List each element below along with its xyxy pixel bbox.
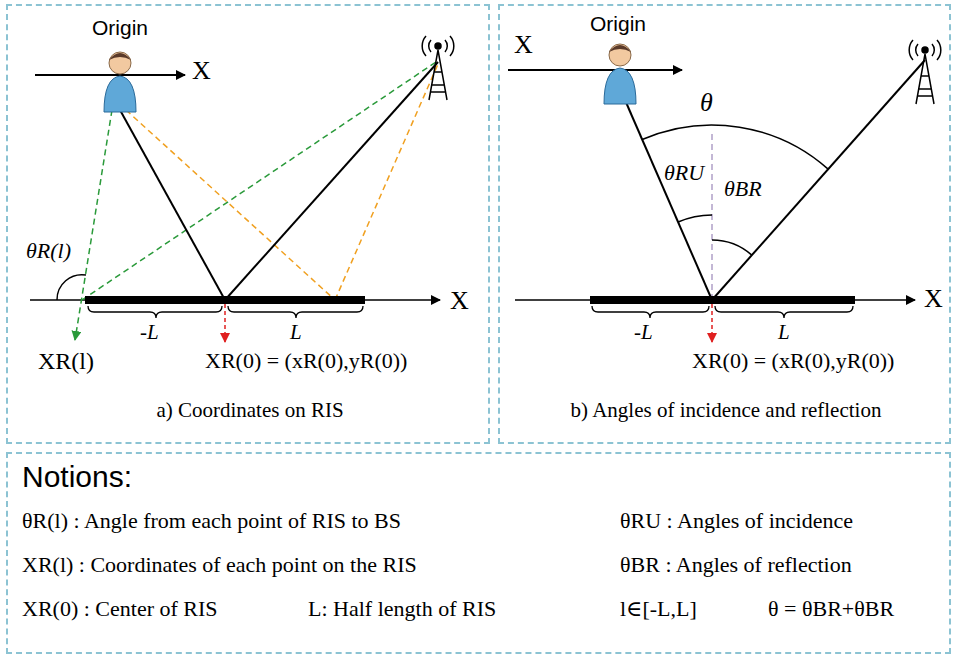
axis-label: X bbox=[924, 284, 943, 314]
notation-entry: θR(l) : Angle from each point of RIS to … bbox=[22, 508, 401, 533]
bs-ray bbox=[712, 60, 925, 300]
center-arrow bbox=[224, 304, 226, 342]
brace bbox=[592, 306, 709, 318]
brace bbox=[228, 306, 363, 318]
green-ray bbox=[82, 62, 436, 300]
green-ray bbox=[75, 110, 112, 340]
orange-ray bbox=[335, 64, 438, 300]
angle-label: θBR bbox=[724, 176, 762, 201]
notation-entry: l∈[-L,L] bbox=[620, 596, 697, 621]
user-label: Origin bbox=[92, 16, 148, 40]
center-arrow bbox=[711, 304, 713, 342]
brace bbox=[715, 306, 853, 318]
notation-entry: L: Half length of RIS bbox=[308, 596, 496, 621]
bs-ray bbox=[225, 62, 438, 300]
figure-panel: b) Angles of incidence and reflection bbox=[498, 4, 951, 444]
brace bbox=[88, 306, 222, 318]
user-label: Origin bbox=[590, 12, 646, 36]
point-label: XR(l) bbox=[38, 348, 94, 376]
angle-label: θR(l) bbox=[26, 238, 71, 263]
base-station-icon bbox=[422, 36, 454, 100]
base-station-icon bbox=[909, 40, 941, 104]
axis-label: X bbox=[514, 30, 533, 60]
angle-arcs bbox=[642, 125, 828, 255]
notation-entry: θRU : Angles of incidence bbox=[620, 508, 853, 533]
length-label: -L bbox=[634, 320, 653, 344]
panel-caption: a) Coordinates on RIS bbox=[156, 398, 343, 422]
angle-label: θ bbox=[700, 88, 713, 118]
notation-entry: XR(l) : Coordinates of each point on the… bbox=[22, 552, 417, 577]
axis-label: X bbox=[192, 56, 211, 86]
angle-label: θRU bbox=[664, 160, 704, 185]
panel-caption: b) Angles of incidence and reflection bbox=[571, 398, 882, 422]
panel-b-figure bbox=[508, 40, 941, 342]
user-axis bbox=[508, 69, 682, 71]
length-label: L bbox=[290, 320, 302, 344]
angle-arc bbox=[57, 275, 86, 300]
notation-entry: XR(0) : Center of RIS bbox=[22, 596, 218, 621]
user-axis bbox=[35, 74, 185, 76]
notation-box: Notions: θR(l) : Angle from each point of… bbox=[6, 452, 951, 654]
ris-bar bbox=[85, 296, 365, 304]
notation-entry: θ = θBR+θBR bbox=[768, 596, 894, 621]
user-icon bbox=[104, 52, 136, 112]
angle-arc bbox=[712, 240, 752, 255]
point-label: XR(0) = (xR(0),yR(0)) bbox=[205, 348, 407, 373]
user-icon bbox=[604, 44, 636, 104]
length-label: -L bbox=[140, 320, 159, 344]
user-ray bbox=[120, 110, 225, 300]
length-label: L bbox=[778, 320, 790, 344]
orange-ray bbox=[126, 110, 335, 300]
point-label: XR(0) = (xR(0),yR(0)) bbox=[692, 348, 894, 373]
angle-arc bbox=[678, 215, 712, 222]
figure-panel: a) Coordinates on RIS bbox=[6, 4, 490, 444]
axis-label: X bbox=[450, 286, 469, 316]
ris-bar bbox=[590, 296, 855, 304]
panel-a-figure bbox=[30, 36, 454, 342]
notation-heading: Notions: bbox=[22, 460, 132, 495]
notation-entry: θBR : Angles of reflection bbox=[620, 552, 852, 577]
